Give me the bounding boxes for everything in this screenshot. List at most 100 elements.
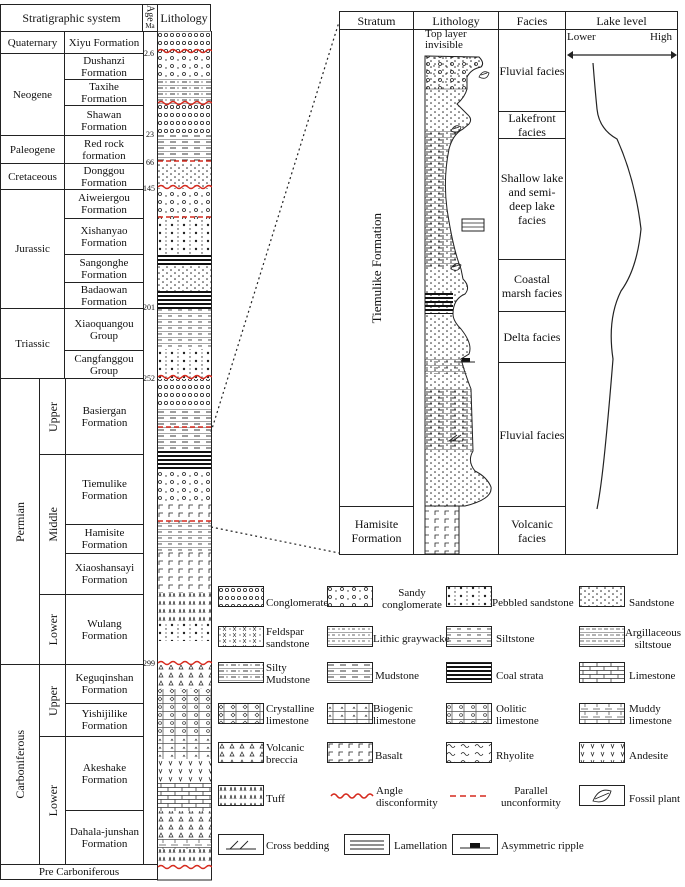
- facies-fluvial-upper-label: Fluvial facies: [499, 63, 565, 78]
- legend-swatch-sandstone: [579, 586, 625, 607]
- legend-label-parallel-unconformity: Parallel unconformity: [501, 785, 561, 809]
- formation-wulang-label: Wulang Formation: [81, 617, 128, 642]
- legend-swatch-limestone: [579, 662, 625, 683]
- formation-dushanzi-label: Dushanzi Formation: [81, 54, 127, 79]
- legend-swatch-oolitic-limestone: [446, 703, 492, 724]
- legend-swatch-crystalline-limestone: [218, 703, 264, 724]
- formation-badaowan-label: Badaowan Formation: [80, 283, 128, 308]
- legend-label-oolitic-limestone: Oolitic limestone: [496, 703, 539, 727]
- legend-swatch-silty-mudstone: [218, 662, 264, 683]
- formation-dushanzi: Dushanzi Formation: [64, 53, 144, 80]
- detail-header-stratum-label: Stratum: [357, 13, 396, 28]
- legend-label-volcanic-breccia: Volcanic breccia: [266, 742, 305, 766]
- system-paleogene-label: Paleogene: [9, 143, 56, 156]
- formation-sangonghe-label: Sangonghe Formation: [79, 256, 129, 281]
- facies-fluvial-upper: Fluvial facies: [498, 29, 566, 112]
- formation-aiweiergou-label: Aiweiergou Formation: [78, 192, 130, 216]
- system-jurassic-label: Jurassic: [15, 243, 50, 255]
- legend-label-crystalline-limestone: Crystalline limestone: [266, 703, 315, 727]
- lake-level-column: [565, 29, 678, 555]
- legend-swatch-siltstone: [446, 626, 492, 647]
- legend-label-rhyolite: Rhyolite: [496, 750, 534, 762]
- age-145: 145: [143, 184, 155, 193]
- system-jurassic: Jurassic: [0, 189, 65, 309]
- legend-swatch-rhyolite: [446, 742, 492, 763]
- formation-dahala-label: Dahala-junshan Formation: [69, 825, 140, 850]
- series-permian-middle: Middle: [39, 454, 66, 595]
- detail-lithology-profile: [424, 55, 492, 555]
- detail-header-facies-label: Facies: [516, 13, 548, 28]
- facies-volcanic: Volcanic facies: [498, 506, 566, 555]
- legend-swatch-basalt: [327, 742, 373, 763]
- legend-swatch-volcanic-breccia: [218, 742, 264, 763]
- legend-swatch-andesite: [579, 742, 625, 763]
- detail-header-lithology-label: Lithology: [432, 13, 480, 28]
- formation-donggou: Donggou Formation: [64, 163, 144, 190]
- legend-label-muddy-limestone: Muddy limestone: [629, 703, 672, 727]
- series-permian-upper: Upper: [39, 378, 66, 455]
- legend-label-sandstone: Sandstone: [629, 597, 675, 609]
- formation-xiaoquangou-label: Xiaoquangou Group: [74, 317, 134, 342]
- legend-swatch-pebbled-sandstone: [446, 586, 492, 607]
- legend-label-asymmetric-ripple: Asymmetric ripple: [501, 840, 584, 852]
- formation-basiergan-label: Basiergan Formation: [81, 404, 128, 429]
- system-cretaceous: Cretaceous: [0, 163, 65, 190]
- header-lithology-label: Lithology: [160, 11, 208, 25]
- legend-label-andesite: Andesite: [629, 750, 669, 762]
- series-carboniferous-upper: Upper: [39, 664, 66, 737]
- facies-shallow-lake: Shallow lake and semi-deep lake facies: [498, 138, 566, 260]
- series-permian-lower: Lower: [39, 594, 66, 665]
- facies-lakefront-label: Lakefront facies: [508, 111, 556, 139]
- formation-wulang: Wulang Formation: [65, 594, 144, 665]
- legend-label-basalt: Basalt: [375, 750, 403, 762]
- header-stratigraphic-label: Stratigraphic system: [22, 11, 121, 25]
- formation-xiyu-label: Xiyu Formation: [68, 36, 140, 49]
- formation-dahala-junshan: Dahala-junshan Formation: [65, 810, 144, 865]
- detail-top-layer-note: Top layer invisible: [425, 28, 467, 51]
- detail-header-lake-label: Lake level: [596, 13, 647, 28]
- formation-yishijilike: Yishijilike Formation: [65, 703, 144, 737]
- legend-label-argillaceous-siltstone: Argillaceous siltstoue: [624, 627, 681, 651]
- system-quaternary-label: Quaternary: [7, 36, 58, 49]
- legend-label-coal-strata: Coal strata: [496, 670, 544, 682]
- legend-swatch-feldspar-sandstone: [218, 626, 264, 647]
- facies-volcanic-label: Volcanic facies: [511, 516, 553, 545]
- formation-shawan: Shawan Formation: [64, 105, 144, 136]
- legend-swatch-tuff: [218, 785, 264, 806]
- lake-level-lower-label: Lower: [567, 31, 596, 43]
- age-23: 23: [146, 130, 154, 139]
- legend-label-siltstone: Siltstone: [496, 633, 535, 645]
- formation-hamisite-label: Hamisite Formation: [81, 527, 128, 551]
- detail-stratum-tiemulike: Tiemulike Formation: [339, 29, 414, 507]
- legend-label-lithic-graywacke: Lithic graywacke: [373, 633, 450, 645]
- facies-fluvial-lower-label: Fluvial facies: [499, 427, 565, 442]
- system-triassic: Triassic: [0, 308, 65, 379]
- system-pre-label: Pre Carboniferous: [38, 866, 120, 878]
- formation-red-rock: Red rock formation: [64, 135, 144, 164]
- formation-cangfanggou-label: Cangfanggou Group: [74, 352, 134, 377]
- system-cretaceous-label: Cretaceous: [8, 170, 57, 183]
- header-stratigraphic-system: Stratigraphic system: [0, 4, 143, 32]
- formation-donggou-label: Donggou Formation: [81, 164, 127, 189]
- legend-swatch-lithic-graywacke: [327, 626, 373, 647]
- system-triassic-label: Triassic: [15, 337, 50, 350]
- formation-tiemulike-label: Tiemulike Formation: [81, 477, 128, 502]
- formation-akeshake: Akeshake Formation: [65, 736, 144, 811]
- legend-label-angle-disconformity: Angle disconformity: [376, 785, 438, 809]
- detail-stratum-tiemulike-label: Tiemulike Formation: [368, 212, 384, 324]
- facies-fluvial-lower: Fluvial facies: [498, 362, 566, 507]
- legend-label-feldspar-sandstone: Feldspar sandstone: [266, 626, 310, 650]
- legend-swatch-parallel-unconformity: [450, 795, 490, 797]
- series-carboniferous-lower: Lower: [39, 736, 66, 865]
- formation-shawan-label: Shawan Formation: [81, 108, 127, 133]
- legend-label-fossil-plant: Fossil plant: [629, 793, 681, 805]
- formation-xishanyao: Xishanyao Formation: [64, 218, 144, 255]
- legend-swatch-coal-strata: [446, 662, 492, 683]
- age-252: 252: [143, 374, 155, 383]
- formation-xiaoshansayi: Xiaoshansayi Formation: [65, 553, 144, 595]
- legend-swatch-muddy-limestone: [579, 703, 625, 724]
- legend-swatch-conglomerate: [218, 586, 264, 607]
- legend-label-limestone: Limestone: [629, 670, 676, 682]
- detail-stratum-hamisite: Hamisite Formation: [339, 506, 414, 555]
- facies-delta-label: Delta facies: [503, 330, 561, 344]
